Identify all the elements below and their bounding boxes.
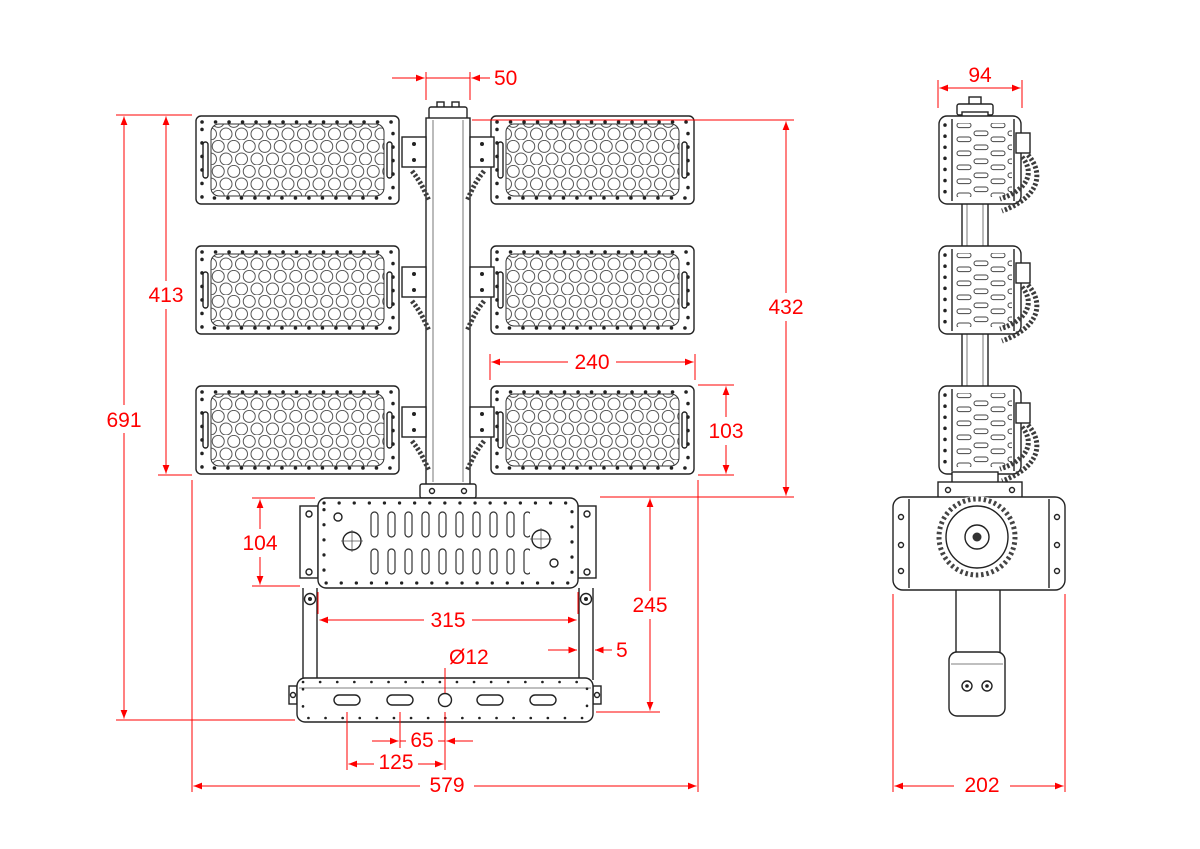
led-module-front-1r [489, 114, 696, 206]
dim-label-mount-hole: Ø12 [449, 646, 489, 669]
front-pole [419, 101, 477, 499]
led-module-front-1l [194, 114, 401, 206]
dimension-bracket-plate-height: 104 [236, 497, 315, 587]
dim-label-bracket-inner-width: 315 [430, 609, 465, 632]
led-module-side-1 [937, 114, 1023, 206]
adjustment-gear [936, 496, 1018, 578]
dimension-side-module-width: 94 [937, 64, 1023, 108]
dimension-arm-thickness: 5 [548, 639, 628, 662]
led-module-front-3l [194, 384, 401, 476]
dimension-overall-height: 691 [99, 114, 295, 721]
dimension-bracket-inner-width: 315 [317, 592, 579, 633]
side-arm [955, 587, 1001, 661]
side-view [892, 96, 1066, 717]
dim-label-module-stack-height: 413 [148, 284, 183, 307]
dimension-module-height: 103 [698, 384, 750, 476]
front-view [194, 101, 696, 723]
dim-label-overall-width: 579 [429, 774, 464, 797]
front-bracket-arms [302, 588, 594, 680]
dim-label-arm-thickness: 5 [616, 639, 628, 662]
dim-label-overall-height: 691 [106, 409, 141, 432]
dimension-pole-width: 50 [392, 67, 517, 100]
led-module-front-2l [194, 244, 401, 336]
dim-label-bracket-plate-height: 104 [242, 532, 277, 555]
dim-label-pole-width: 50 [494, 67, 517, 90]
dimension-slot-offset-inner: 65 [372, 712, 473, 770]
dim-label-side-module-width: 94 [968, 64, 992, 87]
led-module-side-3 [937, 384, 1023, 476]
dimension-module-stack-height: 413 [142, 116, 192, 476]
dimension-mount-hole: Ø12 [444, 646, 489, 693]
dim-label-side-overall-depth: 202 [964, 774, 999, 797]
dimension-overall-width: 579 [191, 480, 699, 798]
dimension-module-width: 240 [489, 349, 696, 380]
dimension-head-assembly-height: 432 [472, 119, 810, 498]
front-mounting-plate [299, 497, 597, 589]
dim-label-module-height: 103 [708, 420, 743, 443]
dimension-slot-offset-outer: 125 [346, 712, 444, 775]
dim-label-bracket-assembly-height: 245 [632, 594, 667, 617]
side-bottom-bracket [948, 651, 1006, 717]
dim-label-slot-offset-inner: 65 [410, 729, 433, 752]
dim-label-slot-offset-outer: 125 [378, 751, 413, 774]
led-module-front-2r [489, 244, 696, 336]
led-module-side-2 [937, 244, 1023, 336]
dim-label-head-assembly-height: 432 [768, 296, 803, 319]
led-module-front-3r [489, 384, 696, 476]
dimension-bracket-assembly-height: 245 [596, 498, 674, 713]
dimension-side-overall-depth: 202 [892, 594, 1066, 798]
mount-hole [437, 692, 453, 708]
dim-label-module-width: 240 [574, 351, 609, 374]
